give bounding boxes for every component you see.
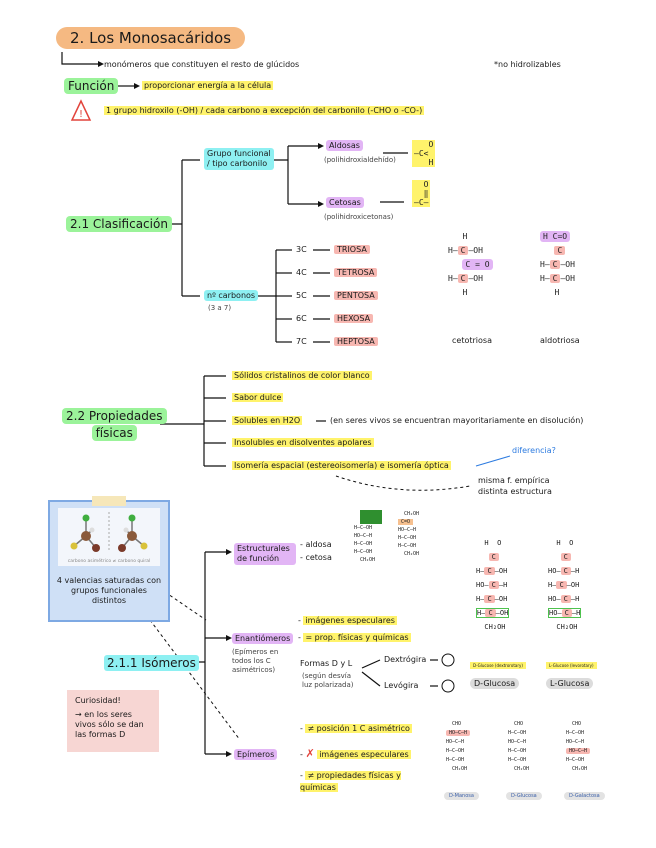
galactosa-label: D-Galactosa [564, 792, 605, 800]
epimeros-label: Epímeros [234, 749, 278, 760]
funcion-text: proporcionar energía a la célula [142, 81, 274, 90]
carbon-count-7: 7C [296, 337, 307, 346]
epi-item-1: - ≠ posición 1 C asimétrico [300, 724, 412, 733]
aldosas-sub: (polihidroxialdehído) [324, 156, 396, 164]
carbon-count-3: 3C [296, 245, 307, 254]
pentosa-label: PENTOSA [334, 291, 378, 300]
glucosa-label: D-Glucosa [506, 792, 542, 800]
tape-decoration [92, 496, 126, 506]
carbon-count-6: 6C [296, 314, 307, 323]
svg-text:!: ! [79, 109, 83, 120]
prop-item-1: Sólidos cristalinos de color blanco [232, 371, 372, 380]
d-glucosa-label: D-Glucosa [470, 678, 520, 689]
l-glucose-caption: L-Glucose (levorotary) [546, 662, 597, 669]
formas-sub: (según desvía luz polarizada) [302, 672, 354, 689]
prop-item-5: Isomería espacial (estereoisomería) e is… [232, 461, 451, 470]
curiosidad-title: Curiosidad! [75, 696, 121, 705]
intro-line: monómeros que constituyen el resto de gl… [104, 60, 300, 69]
clasificacion-label: 2.1 Clasificación [66, 216, 172, 232]
page-title: 2. Los Monosacáridos [56, 27, 246, 49]
triosa-label: TRIOSA [334, 245, 370, 254]
est-aldosa: - aldosa [300, 540, 332, 549]
card-caption: carbono asimétrico ≠ carbono quiral [68, 557, 151, 564]
formas-label: Formas D y L [300, 659, 353, 668]
warning-triangle [70, 99, 92, 121]
curiosidad-box: Curiosidad! → en los seres vivos sólo se… [67, 690, 159, 752]
aldosas-label: Aldosas [326, 140, 363, 151]
n-carbonos-label: nº carbonos [204, 290, 259, 301]
est-cetosa: - cetosa [300, 553, 332, 562]
heptosa-label: HEPTOSA [334, 337, 378, 346]
enant-item-2: - = prop. físicas y químicas [298, 633, 411, 642]
prop-item-4: Insolubles en disolventes apolares [232, 438, 374, 447]
chiral-image: carbono asimétrico ≠ carbono quiral [58, 508, 160, 566]
chiral-card: carbono asimétrico ≠ carbono quiral 4 va… [48, 496, 170, 622]
hexosa-label: HEXOSA [334, 314, 374, 323]
chiral-molecules-illustration: carbono asimétrico ≠ carbono quiral [68, 512, 151, 564]
misma-note: misma f. empírica [478, 476, 550, 485]
d-glucose-caption: D-Glucose (dextrorotary) [470, 662, 526, 669]
enant-note: (Epímeros en todos los C asimétricos) [232, 648, 279, 674]
diferencia-note: diferencia? [512, 446, 556, 455]
prop-item-2: Sabor dulce [232, 393, 284, 402]
tetrosa-label: TETROSA [334, 268, 378, 277]
curiosidad-text: → en los seres vivos sólo se dan las for… [75, 710, 144, 739]
levogira-label: Levógira [384, 681, 419, 690]
manosa-label: D-Manosa [444, 792, 479, 800]
cetosas-sub: (polihidroxicetonas) [324, 213, 394, 221]
carbon-count-5: 5C [296, 291, 307, 300]
funcion-label: Función [64, 78, 119, 94]
card-text: 4 valencias saturadas con grupos funcion… [56, 576, 162, 605]
aldotriosa-label: aldotriosa [540, 336, 580, 345]
cetosas-label: Cetosas [326, 197, 364, 208]
grupo-funcional-label: Grupo funcional / tipo carbonilo [204, 148, 274, 170]
prop-item-3: Solubles en H2O [232, 416, 303, 425]
dextrogira-label: Dextrógira [384, 655, 427, 664]
n-carbonos-range: (3 a 7) [208, 304, 232, 312]
note-hidrolizables: *no hidrolizables [494, 60, 561, 69]
enantiomeros-label: Enantiómeros [232, 633, 294, 644]
isomeros-label: 2.1.1 Isómeros [104, 655, 199, 671]
soluble-note: (en seres vivos se encuentran mayoritari… [330, 416, 584, 425]
epi-item-3: - ≠ propiedades físicas y químicas [300, 771, 401, 792]
enant-item-1: - imágenes especulares [298, 616, 397, 625]
l-glucosa-label: L-Glucosa [546, 678, 594, 689]
carbon-count-4: 4C [296, 268, 307, 277]
cetotriosa-label: cetotriosa [452, 336, 492, 345]
warning-text: 1 grupo hidroxilo (-OH) / cada carbono a… [104, 106, 425, 115]
estructurales-label: Estructurales de función [234, 543, 296, 565]
ketone-group: O ‖–C– [412, 180, 431, 207]
epi-item-2: - ✗ imágenes especulares [300, 747, 411, 760]
distinta-note: distinta estructura [478, 487, 552, 496]
aldehyde-group: O–C< H [412, 140, 436, 167]
